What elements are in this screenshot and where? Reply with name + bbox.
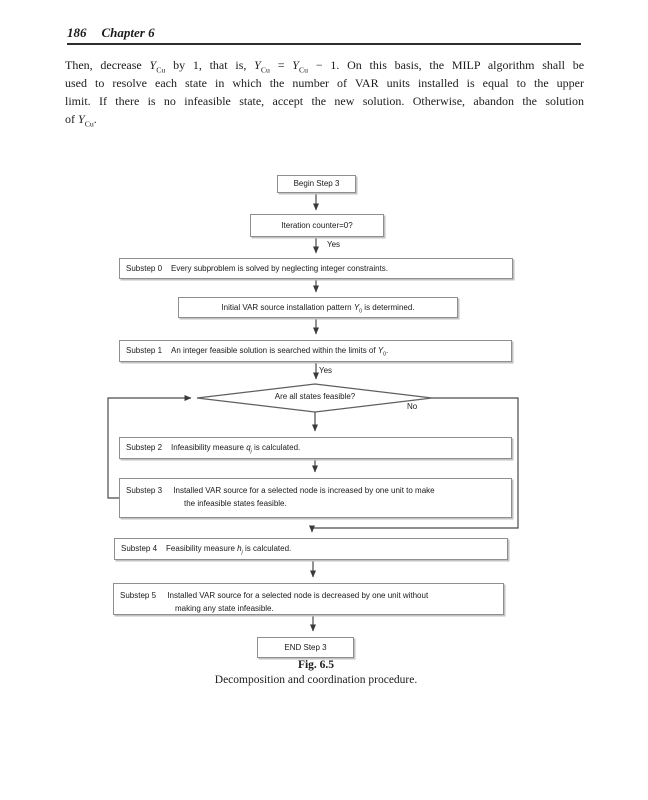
node-substep-3: Substep 3 Installed VAR source for a sel…: [119, 478, 512, 518]
body-paragraph: Then, decrease YCu by 1, that is, YCu = …: [65, 56, 584, 128]
substep-text: Installed VAR source for a selected node…: [167, 591, 429, 600]
node-text: Initial VAR source installation pattern …: [221, 302, 415, 315]
substep-line: Substep 5 Installed VAR source for a sel…: [120, 589, 503, 602]
node-substep-4: Substep 4 Feasibility measure hj is calc…: [114, 538, 508, 560]
node-iteration-counter: Iteration counter=0?: [250, 214, 384, 237]
paragraph-line: limit. If there is no infeasible state, …: [65, 94, 584, 108]
node-text: Begin Step 3: [293, 179, 340, 188]
substep-label: Substep 1: [126, 346, 163, 355]
node-text: Iteration counter=0?: [281, 220, 353, 230]
page-header: 186 Chapter 6: [67, 25, 155, 41]
node-text: END Step 3: [284, 642, 327, 652]
substep-label: Substep 3: [126, 486, 163, 495]
substep-label: Substep 5: [120, 591, 157, 600]
figure-title: Decomposition and coordination procedure…: [214, 674, 418, 686]
node-end-step-3: END Step 3: [257, 637, 354, 658]
substep-text: Infeasibility measure qj is calculated.: [171, 443, 301, 455]
substep-text: Feasibility measure hj is calculated.: [166, 544, 292, 556]
substep-label: Substep 2: [126, 443, 163, 452]
node-substep-2: Substep 2 Infeasibility measure qj is ca…: [119, 437, 512, 459]
substep-text: Every subproblem is solved by neglecting…: [171, 263, 389, 273]
paragraph-line: used to resolve each state in which the …: [65, 76, 584, 90]
substep-line: the infeasible states feasible.: [184, 499, 287, 508]
node-begin-step-3: Begin Step 3: [277, 175, 356, 193]
substep-line: Substep 3 Installed VAR source for a sel…: [126, 484, 511, 497]
substep-label: Substep 0: [126, 263, 163, 273]
node-substep-5: Substep 5 Installed VAR source for a sel…: [113, 583, 504, 615]
substep-text: Installed VAR source for a selected node…: [173, 486, 435, 495]
decision-label: Are all states feasible?: [274, 392, 356, 401]
node-substep-0: Substep 0 Every subproblem is solved by …: [119, 258, 513, 279]
figure-number: Fig. 6.5: [297, 659, 335, 671]
substep-label: Substep 4: [121, 544, 158, 553]
label-no: No: [407, 402, 418, 411]
header-rule: [67, 43, 581, 45]
paragraph-line: Then, decrease YCu by 1, that is, YCu = …: [65, 58, 584, 74]
substep-text: An integer feasible solution is searched…: [171, 346, 389, 358]
chapter-title: Chapter 6: [101, 25, 155, 40]
page-number: 186: [67, 25, 87, 40]
substep-line: making any state infeasible.: [175, 604, 274, 613]
label-yes-iteration: Yes: [327, 240, 341, 249]
label-yes-feasible: Yes: [319, 366, 333, 375]
node-substep-1: Substep 1 An integer feasible solution i…: [119, 340, 512, 362]
node-init-pattern: Initial VAR source installation pattern …: [178, 297, 458, 318]
paragraph-line: of YCu.: [65, 112, 97, 128]
